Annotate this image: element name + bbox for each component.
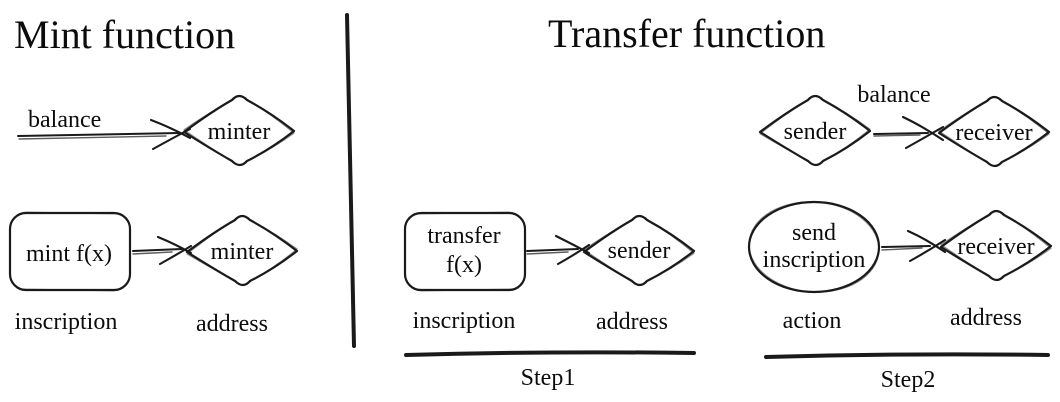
- receiver-node-label-top: receiver: [955, 120, 1032, 146]
- minter-node-label-bottom: minter: [211, 239, 274, 265]
- balance-arrow-label: balance: [28, 107, 101, 133]
- sender-diamond-step2-overstroke: [759, 95, 871, 166]
- mint-section-title: Mint function: [14, 12, 235, 57]
- step2-underline: [764, 352, 1050, 359]
- receiver-diamond-top-overstroke: [938, 96, 1050, 167]
- receiver-diamond-bottom-overstroke: [940, 210, 1052, 281]
- mint-address-caption: address: [196, 311, 268, 337]
- minter-diamond-top: minter: [182, 94, 296, 167]
- sender-node-label-step2: sender: [784, 119, 847, 145]
- section-divider: [345, 13, 356, 348]
- mint-fx-box-overstroke: [8, 211, 131, 292]
- minter-diamond-top-overstroke: [183, 95, 295, 166]
- mint-inscription-caption: inscription: [15, 309, 118, 335]
- sender-diamond-step1: sender: [582, 214, 696, 287]
- minter-diamond-bottom-overstroke: [186, 215, 298, 286]
- send-inscription-ellipse-overstroke: [748, 201, 880, 293]
- balance-arrow-step2-label: balance: [857, 82, 930, 108]
- step2-action-caption: action: [783, 308, 842, 334]
- send-arrow-shaft: [881, 245, 931, 248]
- transfer-arrow-shaft: [526, 248, 579, 252]
- step1-label: Step1: [521, 365, 576, 391]
- transfer-arrowhead-lower: [556, 243, 591, 266]
- balance-arrow-shaft: [17, 132, 180, 137]
- step2-address-caption: address: [950, 305, 1022, 331]
- balance-arrow: balance: [17, 107, 192, 151]
- step2-label: Step2: [881, 367, 936, 393]
- minter-node-label-top: minter: [208, 119, 271, 145]
- receiver-diamond-bottom: receiver: [939, 209, 1053, 282]
- sender-diamond-step1-overstroke: [583, 215, 695, 286]
- balance-arrow-step2-shaft: [873, 132, 929, 135]
- transfer-step2: sender balance receiver send inscription: [747, 82, 1053, 393]
- send-arrowhead-upper: [906, 229, 947, 254]
- receiver-node-label-bottom: receiver: [957, 234, 1034, 260]
- balance-arrow-shaft-overstroke: [18, 135, 167, 140]
- step1-inscription-caption: inscription: [413, 308, 516, 334]
- sender-node-label-step1: sender: [608, 238, 671, 264]
- mint-arrow-shaft: [132, 248, 183, 252]
- send-arrow: [881, 229, 947, 263]
- mint-arrow-shaft-overstroke: [132, 251, 173, 255]
- step1-address-caption: address: [596, 309, 668, 335]
- transfer-fx-label-line2: f(x): [446, 252, 482, 278]
- transfer-step1: transfer f(x) sender inscription address…: [403, 211, 696, 391]
- mint-fx-label: mint f(x): [26, 241, 112, 267]
- mint-arrow: [132, 235, 193, 266]
- receiver-diamond-top: receiver: [937, 95, 1051, 168]
- send-inscription-ellipse: send inscription: [747, 200, 881, 294]
- step1-underline: [404, 350, 696, 357]
- transfer-fx-label-line1: transfer: [427, 223, 500, 249]
- mint-fx-box: mint f(x): [8, 211, 132, 292]
- transfer-fx-box: transfer f(x): [403, 211, 527, 292]
- balance-arrowhead-upper: [149, 118, 192, 140]
- minter-diamond-bottom: minter: [185, 214, 299, 287]
- transfer-arrow-shaft-overstroke: [526, 251, 569, 255]
- balance-arrow-step2-head-lower: [904, 125, 945, 150]
- send-arrow-shaft-overstroke: [881, 247, 923, 251]
- send-inscription-label-line1: send: [792, 220, 836, 246]
- balance-arrow-step2-head-upper: [901, 115, 945, 142]
- balance-arrow-step2-shaft-overstroke: [873, 134, 921, 137]
- send-arrowhead-lower: [908, 238, 947, 263]
- send-inscription-label-line2: inscription: [763, 247, 866, 273]
- balance-arrow-step2: balance: [857, 82, 945, 150]
- mint-section: Mint function balance minter mint f(x): [8, 12, 299, 337]
- transfer-arrow: [526, 234, 591, 266]
- transfer-fx-box-overstroke: [404, 211, 527, 292]
- transfer-section-title: Transfer function: [548, 11, 825, 56]
- sender-diamond-step2: sender: [758, 94, 872, 167]
- mint-arrowhead-lower: [158, 244, 193, 266]
- transfer-section: Transfer function transfer f(x) sender i…: [403, 11, 1053, 393]
